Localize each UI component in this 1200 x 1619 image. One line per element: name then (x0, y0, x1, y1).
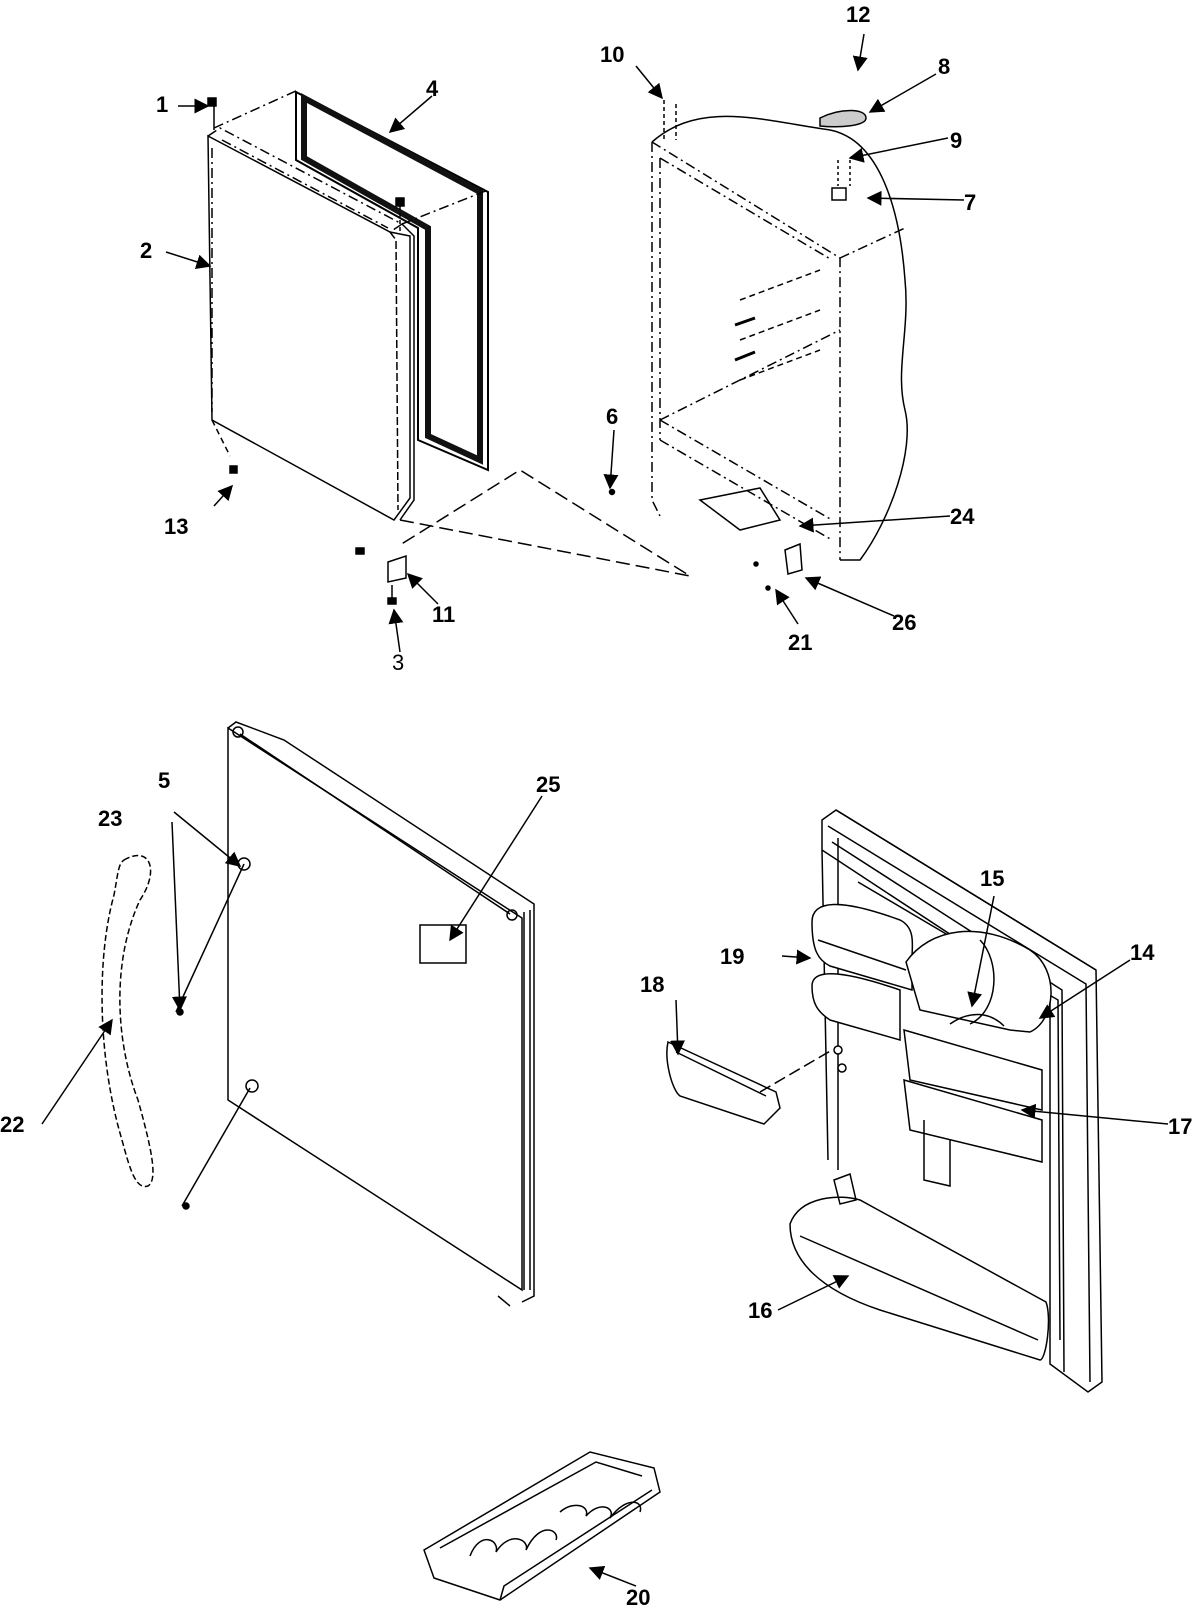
freezer-door-gasket (295, 90, 489, 472)
callout-25: 25 (536, 772, 560, 797)
callout-1: 1 (156, 92, 168, 117)
dairy-compartment (905, 930, 1052, 1033)
callout-3: 3 (392, 650, 404, 675)
callout-21: 21 (788, 630, 812, 655)
callout-20: 20 (626, 1585, 650, 1610)
leader-lines (41, 33, 1169, 1587)
callout-18: 18 (640, 972, 664, 997)
callout-12: 12 (846, 2, 870, 27)
callout-13: 13 (164, 514, 188, 539)
callout-11: 11 (432, 602, 455, 627)
callout-10: 10 (600, 42, 624, 67)
freezer-door-panel (207, 127, 415, 521)
callout-8: 8 (938, 54, 950, 79)
callout-22: 22 (0, 1112, 24, 1137)
door-bins-right (903, 1028, 1043, 1187)
door-bin-bottom (789, 1172, 1050, 1361)
callout-7: 7 (964, 190, 976, 215)
callout-15: 15 (980, 866, 1004, 891)
callout-4: 4 (426, 76, 439, 101)
cabinet-outline (651, 115, 908, 561)
callout-24: 24 (950, 504, 975, 529)
callout-19: 19 (720, 944, 744, 969)
fresh-food-door-outer (227, 721, 535, 1307)
door-handle (101, 854, 154, 1188)
callout-26: 26 (892, 610, 916, 635)
callout-5: 5 (158, 768, 170, 793)
callout-16: 16 (748, 1298, 772, 1323)
callout-6: 6 (606, 404, 618, 429)
callout-9: 9 (950, 128, 962, 153)
door-bin-upper-left (811, 903, 914, 1041)
callout-23: 23 (98, 806, 122, 831)
callout-17: 17 (1168, 1114, 1192, 1139)
ice-tray (423, 1451, 661, 1601)
callout-2: 2 (140, 238, 152, 263)
callout-14: 14 (1130, 940, 1155, 965)
egg-tray-bin (666, 1040, 781, 1125)
